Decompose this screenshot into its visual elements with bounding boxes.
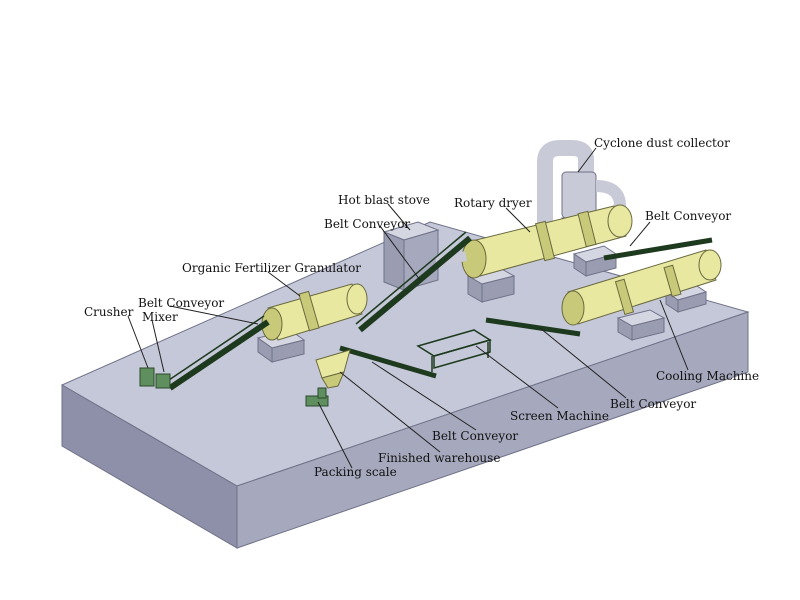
cooling-machine — [561, 249, 722, 326]
label-screen-machine: Screen Machine — [510, 409, 609, 423]
label-finished-warehouse: Finished warehouse — [378, 451, 500, 465]
conveyor-dryer-to-cooler — [603, 237, 713, 261]
rotary-dryer — [435, 204, 633, 279]
platform-side — [236, 311, 749, 549]
labels: Cyclone dust collector Hot blast stove R… — [84, 136, 759, 479]
conveyor-granulator-to-dryer — [358, 235, 472, 333]
hot-blast-stove — [382, 221, 440, 291]
label-cyclone-dust-collector: Cyclone dust collector — [594, 136, 730, 150]
organic-fertilizer-granulator — [261, 283, 368, 341]
label-crusher: Crusher — [84, 305, 134, 319]
label-hot-blast-stove: Hot blast stove — [338, 193, 430, 207]
label-belt-conveyor-crusher: Belt Conveyor — [138, 296, 224, 310]
conveyor-screen-to-warehouse — [339, 345, 437, 379]
label-belt-conveyor-warehouse: Belt Conveyor — [432, 429, 518, 443]
label-organic-fertilizer-granulator: Organic Fertilizer Granulator — [182, 261, 361, 275]
label-belt-conveyor-to-dryer: Belt Conveyor — [324, 217, 410, 231]
label-mixer: Mixer — [142, 310, 178, 324]
finished-warehouse — [315, 349, 351, 389]
label-belt-conveyor-top-right: Belt Conveyor — [645, 209, 731, 223]
label-rotary-dryer: Rotary dryer — [454, 196, 532, 210]
conveyor-cooler-to-screen — [485, 317, 581, 337]
packing-scale — [305, 387, 329, 407]
conveyor-crusher-to-granulator — [168, 319, 270, 391]
leader-lines — [127, 147, 689, 469]
label-belt-conveyor-screen: Belt Conveyor — [610, 397, 696, 411]
label-cooling-machine: Cooling Machine — [656, 369, 759, 383]
foundation-blocks — [256, 245, 708, 363]
belt-conveyors — [165, 231, 713, 391]
screen-machine — [416, 329, 492, 372]
crusher-mixer — [139, 367, 171, 389]
label-packing-scale: Packing scale — [314, 465, 397, 479]
